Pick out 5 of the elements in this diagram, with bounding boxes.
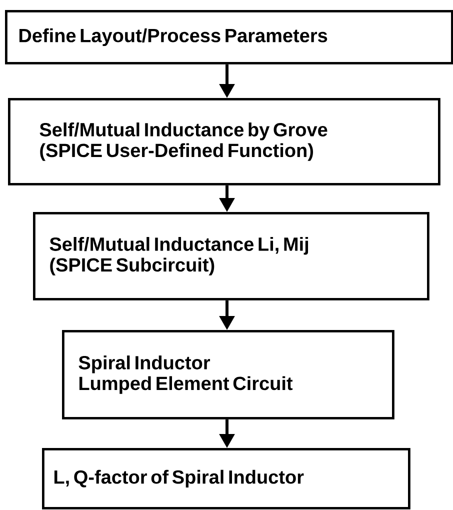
process-box: Define Layout/Process Parameters [5,10,453,64]
process-box: Spiral Inductor Lumped Element Circuit [62,330,394,420]
process-box: Self/Mutual Inductance by Grove (SPICE User-Defined Function) [8,98,440,186]
process-box: Self/Mutual Inductance Li, Mij (SPICE Subcircuit) [33,212,430,300]
process-box: L, Q-factor of Spiral Inductor [42,448,410,510]
